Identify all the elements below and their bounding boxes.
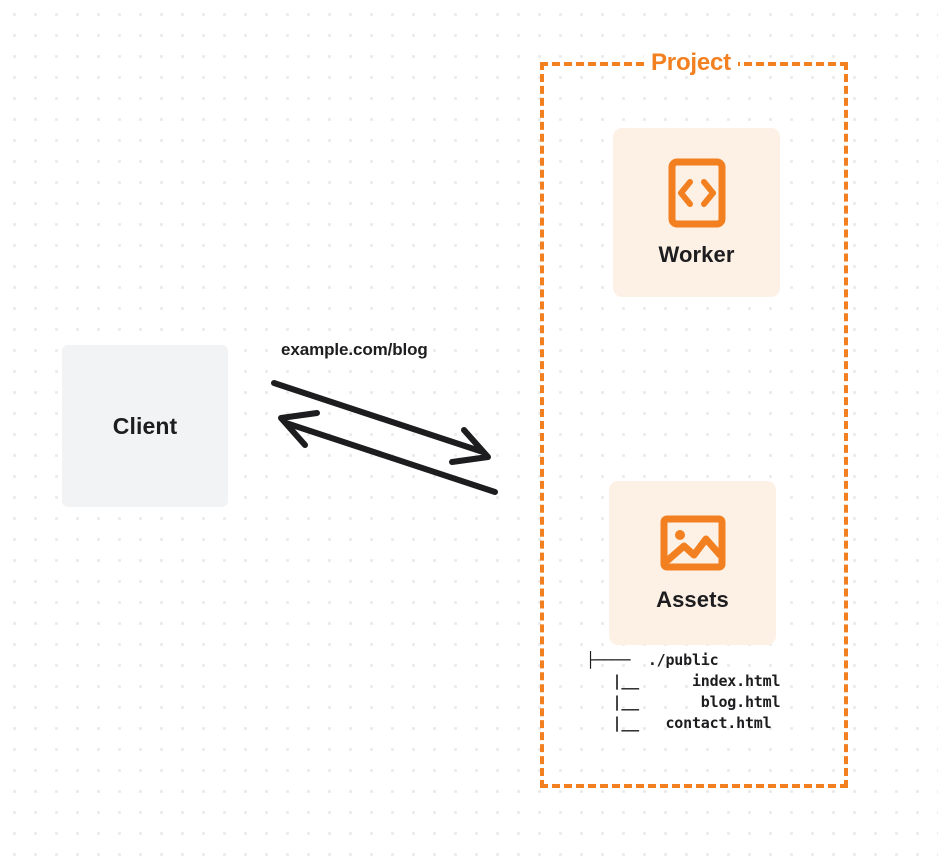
request-response-arrows — [271, 380, 498, 495]
file-tree-line: ├──── ./public — [586, 651, 719, 669]
code-file-icon — [668, 158, 725, 227]
client-node[interactable]: Client — [62, 345, 228, 507]
client-node-label: Client — [112, 412, 178, 439]
request-arrow — [271, 380, 491, 465]
project-group-label: Project — [644, 50, 738, 76]
assets-card-label: Assets — [656, 587, 729, 612]
image-icon — [660, 515, 725, 571]
response-arrow — [278, 410, 498, 495]
worker-card-label: Worker — [658, 241, 735, 267]
file-tree-line: |__ contact.html — [586, 714, 772, 732]
request-url-label: example.com/blog — [281, 340, 428, 359]
file-tree-line: |__ index.html — [586, 672, 781, 690]
assets-card[interactable]: Assets — [609, 481, 776, 645]
file-tree-line: |__ blog.html — [586, 693, 781, 711]
asset-file-tree: ├──── ./public |__ index.html |__ blog.h… — [586, 650, 780, 734]
worker-card[interactable]: Worker — [613, 128, 780, 297]
